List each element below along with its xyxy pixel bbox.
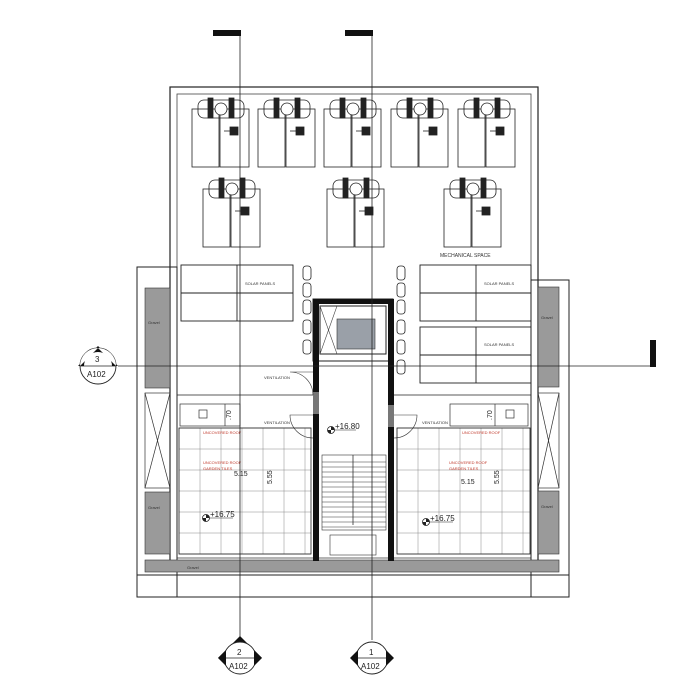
section-2-number: 2	[237, 648, 242, 657]
gravel-right-top	[537, 286, 560, 388]
solar-panels-label-right-top: SOLAR PANELS	[484, 281, 514, 286]
solar-panels-left	[180, 264, 294, 322]
uncovered-roof-label-left-top: UNCOVERED ROOF	[203, 430, 242, 435]
lift-shaft	[336, 318, 376, 350]
dim-left-height: 5.55	[267, 470, 274, 484]
elevation-left: +16.75	[210, 510, 235, 519]
dim-left-width: 5.15	[234, 471, 248, 478]
mechanical-space-label: MECHANICAL SPACE	[440, 253, 491, 259]
level-marker-left	[202, 514, 233, 522]
water-heater-unit	[390, 97, 449, 168]
section-3-sheet: A102	[87, 370, 106, 379]
bottom-wing	[136, 574, 570, 598]
section-2-sheet: A102	[229, 662, 248, 671]
section-1-sheet: A102	[361, 662, 380, 671]
water-heater-unit	[257, 97, 316, 168]
stair-wall-hatch-left	[313, 392, 319, 414]
water-heater-unit	[202, 177, 261, 248]
ventilation-label-right: VENTILATION	[422, 420, 448, 425]
stair-wall-hatch-right	[388, 405, 394, 427]
door-swing-lower-left	[289, 414, 314, 439]
gravel-label-bottom: Gravel	[187, 565, 199, 570]
gravel-label-right: Gravel	[541, 315, 553, 320]
solar-panels-right-top	[419, 264, 532, 322]
grid-head-1	[345, 30, 373, 36]
section-marker-2	[218, 636, 262, 675]
stair-flight	[321, 454, 387, 531]
dim-right-small: .70	[487, 410, 494, 420]
garden-tiles-label-left: GARDEN TILES	[203, 466, 233, 471]
tile-grid	[178, 427, 312, 555]
uncovered-roof-label-right-top: UNCOVERED ROOF	[462, 430, 501, 435]
water-heater-unit	[443, 177, 502, 248]
parapet-posts	[302, 265, 406, 375]
stair-walls	[313, 361, 394, 561]
door-swing-lower-right	[393, 414, 418, 439]
core-walls	[313, 299, 394, 361]
stair-flight-outline	[321, 454, 387, 531]
stair-landing	[329, 534, 377, 556]
water-heater-unit	[323, 97, 382, 168]
water-heater-unit	[457, 97, 516, 168]
core-x	[319, 305, 338, 355]
garden-tiles-label-right: GARDEN TILES	[449, 466, 479, 471]
gravel-label-right-bottom: Gravel	[541, 504, 553, 509]
section-3-number: 3	[95, 355, 100, 364]
gravel-label-left: Gravel	[148, 320, 160, 325]
gravel-left-bottom	[144, 491, 171, 555]
gravel-right-bottom	[537, 490, 560, 555]
section-head-3-end	[650, 340, 656, 367]
gravel-left-top	[144, 287, 171, 389]
level-marker-center	[327, 426, 356, 434]
right-void-x	[537, 392, 560, 489]
uncovered-roof-label-right: UNCOVERED ROOF	[449, 460, 488, 465]
section-marker-3	[78, 346, 118, 385]
dim-right-height: 5.55	[494, 470, 501, 484]
left-void-x	[144, 392, 171, 489]
tile-grid	[396, 427, 531, 555]
door-swing-left	[289, 371, 314, 396]
ventilation-label-left: VENTILATION	[264, 420, 290, 425]
mechanical-units	[191, 97, 516, 248]
water-heater-unit	[326, 177, 385, 248]
water-heater-unit	[191, 97, 250, 168]
gravel-label-left-bottom: Gravel	[148, 505, 160, 510]
grid-head-2	[213, 30, 241, 36]
gravel-bottom	[144, 559, 560, 573]
solar-panels-label-right-bottom: SOLAR PANELS	[484, 342, 514, 347]
solar-panels-label-left: SOLAR PANELS	[245, 281, 275, 286]
level-marker-right	[422, 518, 453, 526]
section-1-number: 1	[369, 648, 374, 657]
dim-left-small: .70	[226, 410, 233, 420]
elevation-center: +16.80	[335, 422, 360, 431]
ventilation-label-top: VENTILATION	[264, 375, 290, 380]
dim-right-width: 5.15	[461, 479, 475, 486]
fixture-strip-right	[449, 403, 529, 427]
elevation-right: +16.75	[430, 514, 455, 523]
section-marker-1	[350, 641, 394, 675]
uncovered-roof-label-left: UNCOVERED ROOF	[203, 460, 242, 465]
solar-panels-right-bottom	[419, 326, 532, 384]
garden-tiles	[178, 427, 531, 555]
